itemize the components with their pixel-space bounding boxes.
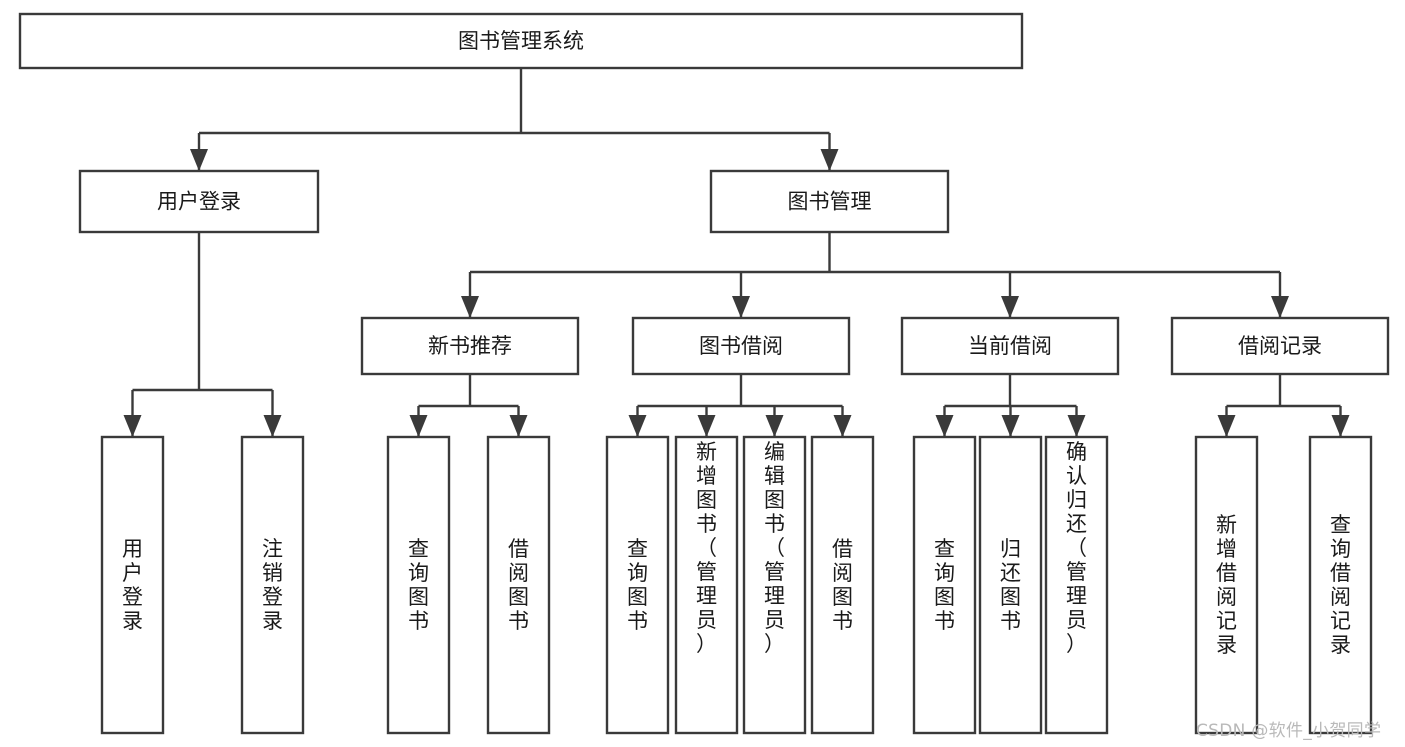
node-label: 图书管理系统 — [458, 29, 584, 53]
node-box[interactable] — [900, 316, 1120, 376]
arrow-head-icon — [409, 415, 428, 437]
arrow-head-icon — [697, 415, 716, 437]
node-box[interactable] — [386, 435, 451, 735]
node-label: 当前借阅 — [968, 334, 1052, 358]
node-box[interactable] — [240, 435, 305, 735]
node-level2[interactable]: 借阅记录 — [1170, 316, 1390, 376]
node-leaf[interactable]: 借阅图书 — [810, 435, 875, 735]
node-box[interactable] — [709, 169, 950, 234]
node-leaf[interactable]: 查询图书 — [605, 435, 670, 735]
node-root[interactable]: 图书管理系统 — [18, 12, 1024, 70]
node-label: 编辑图书（管理员） — [764, 440, 785, 656]
node-box[interactable] — [810, 435, 875, 735]
arrow-head-icon — [1001, 415, 1020, 437]
arrow-head-icon — [1067, 415, 1086, 437]
node-box[interactable] — [1308, 435, 1373, 735]
node-label: 查询图书 — [408, 537, 429, 633]
node-box[interactable] — [100, 435, 165, 735]
node-level1[interactable]: 用户登录 — [78, 169, 320, 234]
node-leaf[interactable]: 归还图书 — [978, 435, 1043, 735]
node-box-layer: 图书管理系统用户登录图书管理新书推荐图书借阅当前借阅借阅记录用户登录注销登录查询… — [18, 12, 1390, 735]
node-box[interactable] — [78, 169, 320, 234]
connector-layer — [123, 68, 1350, 437]
node-leaf[interactable]: 注销登录 — [240, 435, 305, 735]
node-label: 注销登录 — [262, 537, 283, 633]
node-box[interactable] — [742, 435, 807, 735]
node-leaf[interactable]: 查询借阅记录 — [1308, 435, 1373, 735]
node-box[interactable] — [912, 435, 977, 735]
node-label: 新增借阅记录 — [1216, 513, 1237, 657]
node-label: 图书借阅 — [699, 334, 783, 358]
node-label: 借阅记录 — [1238, 334, 1322, 358]
node-leaf[interactable]: 新增借阅记录 — [1194, 435, 1259, 735]
node-box[interactable] — [605, 435, 670, 735]
node-level2[interactable]: 新书推荐 — [360, 316, 580, 376]
node-box[interactable] — [978, 435, 1043, 735]
node-label: 确认归还（管理员） — [1066, 440, 1087, 656]
node-level2[interactable]: 当前借阅 — [900, 316, 1120, 376]
node-label: 新书推荐 — [428, 334, 512, 358]
node-label: 归还图书 — [1000, 537, 1021, 633]
node-leaf[interactable]: 用户登录 — [100, 435, 165, 735]
node-level2[interactable]: 图书借阅 — [631, 316, 851, 376]
node-label: 查询借阅记录 — [1330, 513, 1351, 657]
arrow-head-icon — [190, 149, 208, 171]
node-box[interactable] — [1194, 435, 1259, 735]
node-label: 查询图书 — [934, 537, 955, 633]
arrow-head-icon — [263, 415, 282, 437]
arrow-head-icon — [1217, 415, 1236, 437]
arrow-head-icon — [820, 149, 839, 171]
node-label: 用户登录 — [157, 190, 241, 214]
node-leaf[interactable]: 查询图书 — [386, 435, 451, 735]
arrow-head-icon — [833, 415, 852, 437]
arrow-head-icon — [765, 415, 784, 437]
node-box[interactable] — [486, 435, 551, 735]
node-box[interactable] — [674, 435, 739, 735]
node-leaf[interactable]: 新增图书（管理员） — [674, 435, 739, 735]
node-leaf[interactable]: 借阅图书 — [486, 435, 551, 735]
arrow-head-icon — [1271, 296, 1289, 318]
node-box[interactable] — [1044, 435, 1109, 735]
node-box[interactable] — [360, 316, 580, 376]
arrow-head-icon — [935, 415, 954, 437]
node-leaf[interactable]: 编辑图书（管理员） — [742, 435, 807, 735]
node-label: 图书管理 — [788, 190, 872, 214]
arrow-head-icon — [123, 415, 142, 437]
node-label: 借阅图书 — [832, 537, 853, 633]
node-label: 查询图书 — [627, 537, 648, 633]
arrow-head-icon — [628, 415, 647, 437]
node-label: 用户登录 — [122, 537, 143, 633]
node-label: 新增图书（管理员） — [696, 440, 717, 656]
node-box[interactable] — [18, 12, 1024, 70]
arrow-head-icon — [461, 296, 479, 318]
node-leaf[interactable]: 查询图书 — [912, 435, 977, 735]
node-level1[interactable]: 图书管理 — [709, 169, 950, 234]
arrow-head-icon — [1001, 296, 1019, 318]
arrow-head-icon — [509, 415, 528, 437]
node-label: 借阅图书 — [508, 537, 529, 633]
arrow-head-icon — [1331, 415, 1350, 437]
node-box[interactable] — [631, 316, 851, 376]
node-box[interactable] — [1170, 316, 1390, 376]
arrow-head-icon — [732, 296, 750, 318]
node-leaf[interactable]: 确认归还（管理员） — [1044, 435, 1109, 735]
